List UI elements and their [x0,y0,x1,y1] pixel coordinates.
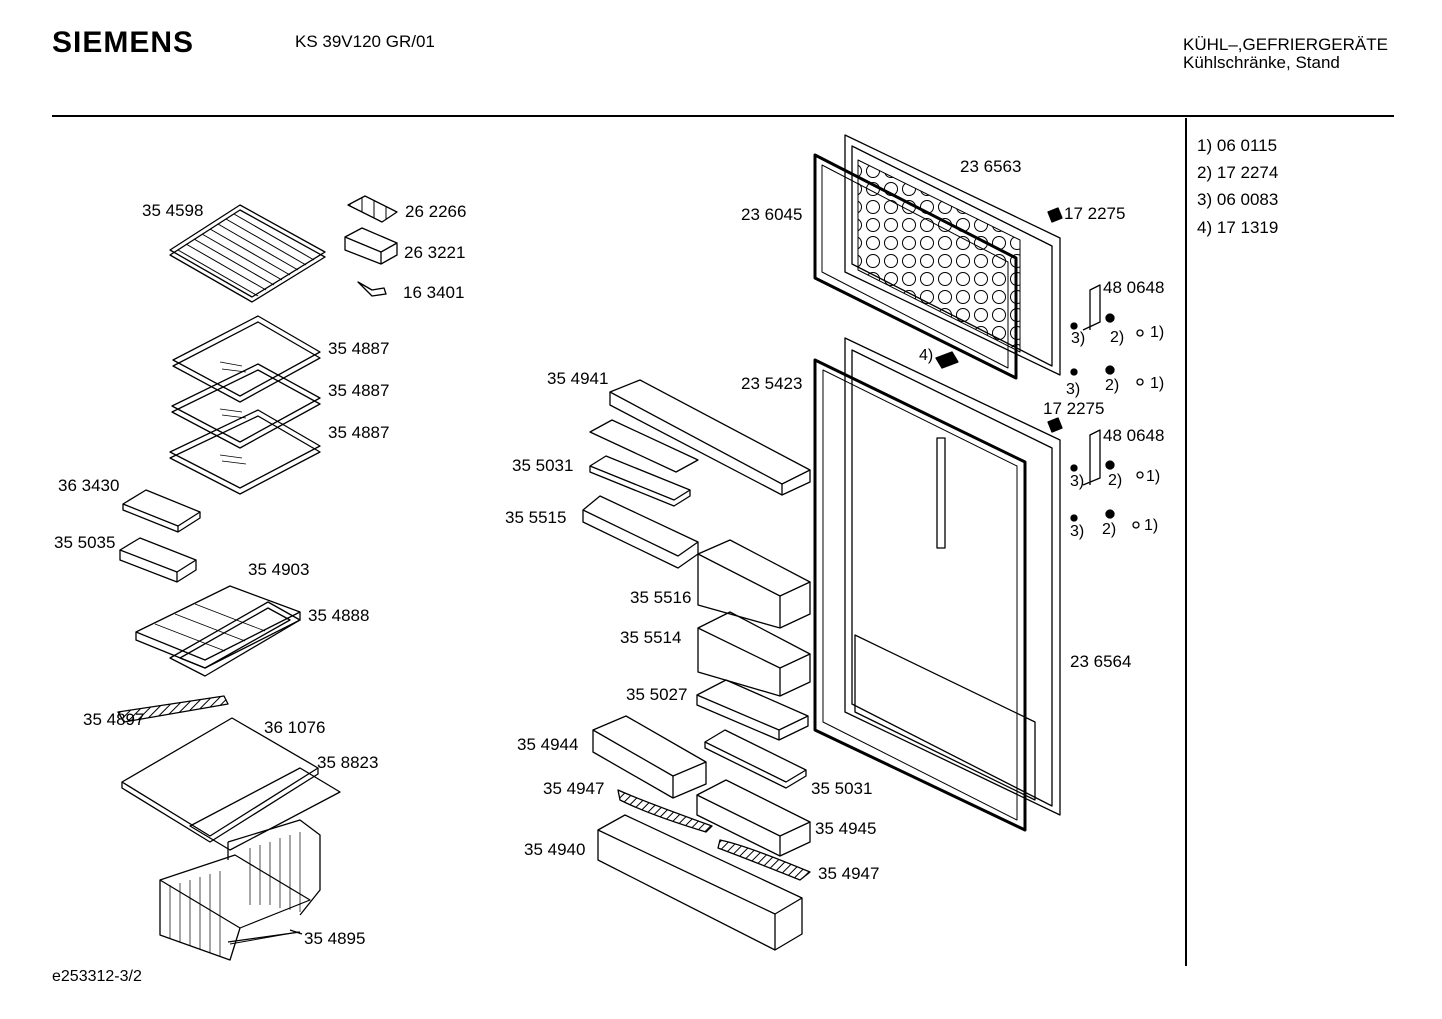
legend-item: 4) 17 1319 [1197,218,1279,237]
part-label-163401: 16 3401 [403,283,464,302]
part-label-235423: 23 5423 [741,374,802,393]
callout-3: 3) [1070,523,1084,540]
callout-3: 3) [1066,381,1080,398]
ice-tray [347,195,398,223]
glass-shelf [169,315,321,495]
legend-item: 2) 17 2274 [1197,163,1279,182]
callout-3: 3) [1071,330,1085,347]
part-label-355031: 35 5031 [811,779,872,798]
glass-panel [169,601,301,677]
legend-divider [1185,118,1187,966]
bottle-bin [597,814,803,951]
glass-plate [189,767,341,851]
part-label-354887: 35 4887 [328,381,389,400]
part-label-354897: 35 4897 [83,710,144,729]
wire-shelf [169,204,326,303]
part-label-354941: 35 4941 [547,369,608,388]
part-label-355031: 35 5031 [512,456,573,475]
callout-1: 1) [1146,468,1160,485]
bottle-shelf [582,495,699,569]
callout-1: 1) [1144,517,1158,534]
leader-lines [229,931,299,945]
part-label-354598: 35 4598 [142,201,203,220]
header-rule [52,115,1394,117]
door-bin [592,715,707,799]
bin-rail [617,789,811,881]
part-label-354945: 35 4945 [815,819,876,838]
part-label-263221: 26 3221 [404,243,465,262]
document-id: e253312-3/2 [52,968,142,985]
part-label-236045: 23 6045 [741,205,802,224]
part-label-355515: 35 5515 [505,508,566,527]
callout-2: 2) [1102,521,1116,538]
callout-1: 1) [1150,324,1164,341]
part-label-361076: 36 1076 [264,718,325,737]
brand-logo: SIEMENS [52,26,195,59]
category-line-2: Kühlschränke, Stand [1183,53,1340,72]
legend-item: 3) 06 0083 [1197,190,1279,209]
part-label-355027: 35 5027 [626,685,687,704]
egg-tray-lower [704,729,807,789]
egg-box [344,227,398,265]
legend-item: 1) 06 0115 [1197,136,1278,155]
callout-2: 2) [1108,472,1122,489]
category-line-1: KÜHL–,GEFRIERGERÄTE [1183,35,1388,54]
knob [935,351,959,369]
small-drawer [119,537,197,583]
part-label-358823: 35 8823 [317,753,378,772]
fridge-door [844,337,1061,816]
callout-1: 1) [1150,375,1164,392]
part-label-480648: 48 0648 [1103,278,1164,297]
part-label-354947: 35 4947 [818,864,879,883]
part-label-354940: 35 4940 [524,840,585,859]
model-number: KS 39V120 GR/01 [295,32,435,51]
part-label-236564: 23 6564 [1070,652,1131,671]
part-label-172275: 17 2275 [1064,204,1125,223]
freezer-door [844,134,1061,376]
part-label-355516: 35 5516 [630,588,691,607]
door-handle [1082,284,1101,486]
part-label-172275: 17 2275 [1043,399,1104,418]
part-label-236563: 23 6563 [960,157,1021,176]
door-shelf [609,379,811,496]
hinge-cover [1047,207,1063,433]
cover-plate [121,717,319,843]
part-label-480648: 48 0648 [1103,426,1164,445]
drawer-cover [122,489,201,533]
freezer-gasket [813,153,1018,380]
part-label-354903: 35 4903 [248,560,309,579]
door-box [696,539,811,741]
part-label-354888: 35 4888 [308,606,369,625]
screw-icon [1070,313,1144,529]
rail-strip [117,695,229,723]
callout-2: 2) [1110,329,1124,346]
egg-tray [589,455,691,507]
part-label-355514: 35 5514 [620,628,681,647]
part-label-363430: 36 3430 [58,476,119,495]
shelf-frame [135,585,301,669]
crisper-drawer [159,819,321,961]
part-label-354895: 35 4895 [304,929,365,948]
shelf-insert [589,419,699,473]
door-bin-mid [696,779,811,857]
callout-2: 2) [1105,377,1119,394]
part-label-355035: 35 5035 [54,533,115,552]
part-label-354944: 35 4944 [517,735,578,754]
ice-scraper [357,281,387,297]
part-label-354947: 35 4947 [543,779,604,798]
part-label-354887: 35 4887 [328,423,389,442]
part-label-354887: 35 4887 [328,339,389,358]
fridge-gasket [813,358,1027,832]
callout-4: 4) [919,347,933,364]
callout-3: 3) [1070,473,1084,490]
part-label-262266: 26 2266 [405,202,466,221]
